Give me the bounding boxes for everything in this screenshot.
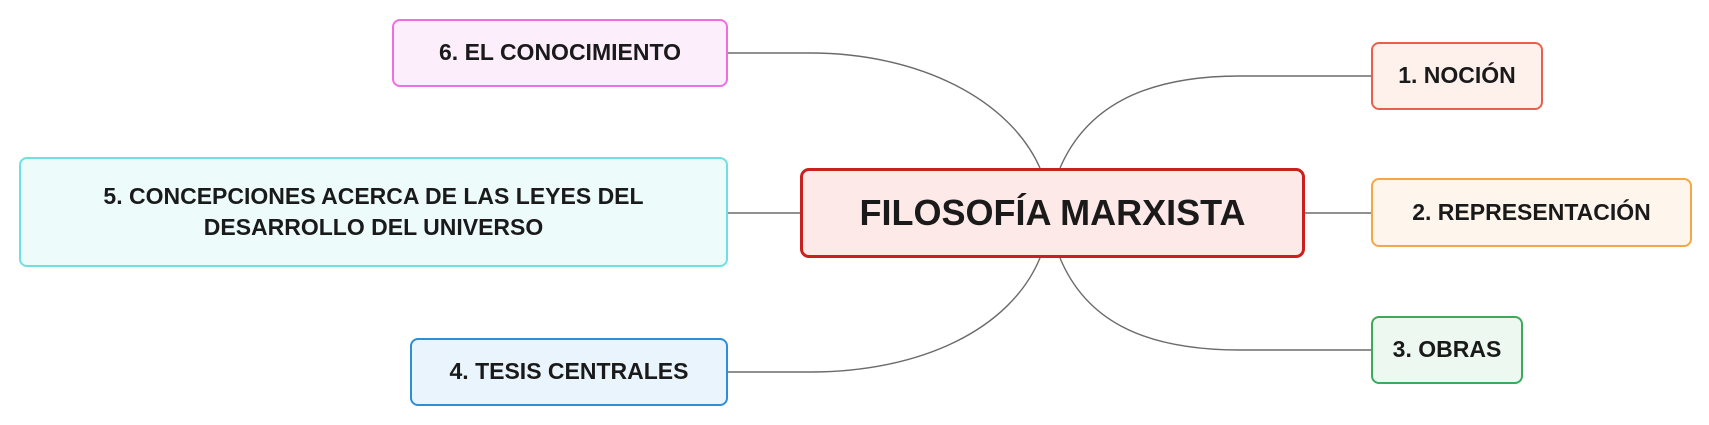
branch-conocimiento[interactable]: 6. EL CONOCIMIENTO: [392, 19, 728, 87]
branch-label: 1. NOCIÓN: [1398, 62, 1516, 89]
branch-label: 6. EL CONOCIMIENTO: [439, 39, 681, 66]
branch-label: 2. REPRESENTACIÓN: [1412, 198, 1651, 225]
connector-to-obras: [1059, 257, 1371, 351]
branch-concepciones[interactable]: 5. CONCEPCIONES ACERCA DE LAS LEYES DEL …: [19, 157, 728, 267]
connector-to-conocimiento: [728, 52, 1041, 169]
branch-label: 5. CONCEPCIONES ACERCA DE LAS LEYES DEL …: [103, 182, 644, 240]
branch-label: 4. TESIS CENTRALES: [449, 358, 689, 385]
central-topic-label: FILOSOFÍA MARXISTA: [859, 191, 1246, 233]
branch-obras[interactable]: 3. OBRAS: [1371, 316, 1523, 384]
connector-to-noción: [1059, 75, 1371, 169]
branch-tesis-centrales[interactable]: 4. TESIS CENTRALES: [410, 338, 728, 406]
branch-nocion[interactable]: 1. NOCIÓN: [1371, 42, 1543, 110]
branch-representacion[interactable]: 2. REPRESENTACIÓN: [1371, 178, 1692, 247]
connector-to-tesis-centrales: [728, 257, 1041, 373]
branch-label: 3. OBRAS: [1392, 336, 1502, 363]
central-topic[interactable]: FILOSOFÍA MARXISTA: [800, 168, 1305, 258]
